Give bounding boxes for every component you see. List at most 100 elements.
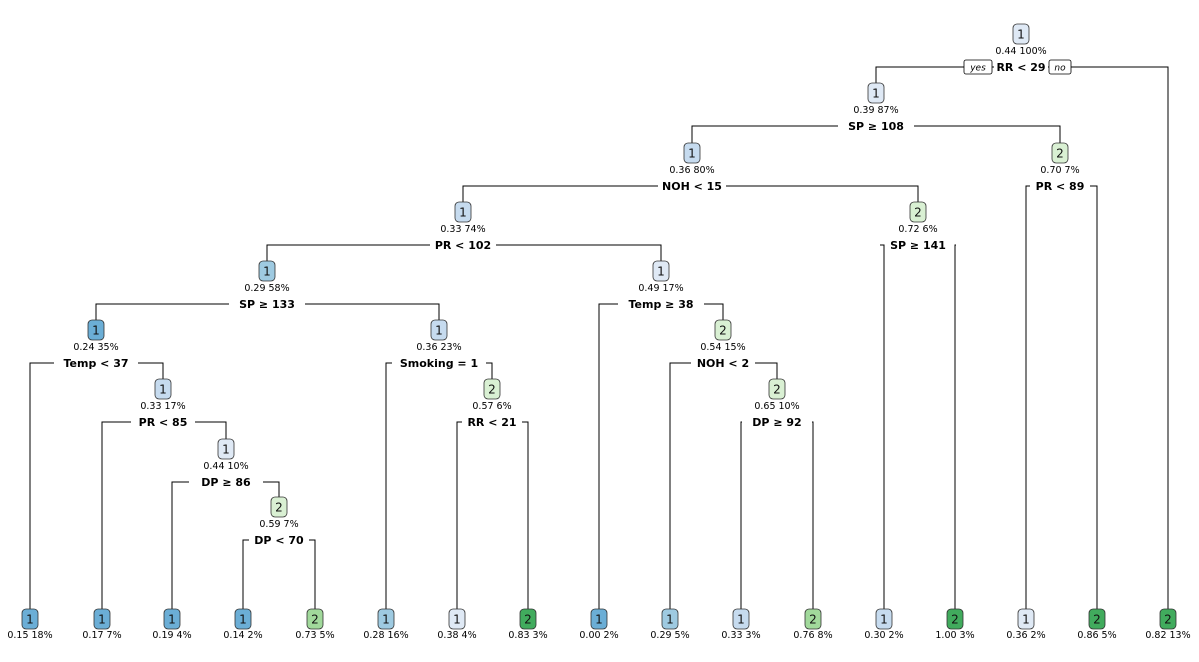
node-box [1051, 142, 1069, 164]
leaf-stats: 0.14 2% [223, 630, 262, 641]
node-box [154, 378, 172, 400]
tree-leaf-l9: 10.00 2% [579, 608, 619, 641]
tree-leaf-l4: 10.14 2% [223, 608, 263, 641]
tree-leaf-l14: 21.00 3% [935, 608, 975, 641]
branch-labels: yes no [963, 59, 1072, 75]
tree-leaf-l13: 10.30 2% [864, 608, 904, 641]
node-class-label: 1 [1017, 28, 1025, 42]
node-box [661, 608, 679, 630]
tree-edge [726, 185, 919, 202]
leaf-stats: 0.15 18% [7, 630, 52, 641]
node-class-label: 1 [666, 613, 674, 627]
tree-leaf-l8: 2 0.83 3% [508, 608, 548, 641]
tree-edge [691, 125, 838, 143]
no-branch-label: no [1048, 59, 1072, 75]
leaf-stats: 0.29 5% [650, 630, 689, 641]
tree-node-n14: 20.65 10%DP ≥ 92 [752, 378, 802, 429]
node-stats: 0.72 6% [898, 224, 937, 235]
node-stats: 0.59 7% [259, 519, 298, 530]
tree-edge [138, 362, 164, 379]
tree-edge [266, 244, 430, 261]
node-class-label: 1 [657, 265, 665, 279]
node-split-rule: SP ≥ 108 [848, 120, 904, 133]
tree-leaf-l2: 10.17 7% [82, 608, 122, 641]
node-box [1159, 608, 1177, 630]
node-box [270, 496, 288, 518]
node-box [875, 608, 893, 630]
node-box [430, 319, 448, 341]
node-class-label: 1 [263, 265, 271, 279]
node-box [732, 608, 750, 630]
node-class-label: 2 [524, 613, 532, 627]
node-stats: 0.54 15% [700, 342, 745, 353]
node-class-label: 1 [26, 613, 34, 627]
tree-leaf-l6: 1 0.28 16% [363, 608, 409, 641]
tree-node-n9: 20.59 7%DP < 70 [254, 496, 304, 547]
node-class-label: 1 [159, 383, 167, 397]
node-split-rule: PR < 89 [1036, 180, 1085, 193]
leaf-stats: 0.00 2% [579, 630, 618, 641]
tree-edge [1025, 185, 1030, 609]
tree-edge [101, 421, 131, 609]
tree-node-n16: 20.70 7%PR < 89 [1036, 142, 1085, 193]
node-split-rule: DP ≥ 86 [201, 476, 251, 489]
tree-edge [263, 481, 280, 497]
node-stats: 0.29 58% [244, 283, 289, 294]
tree-edge [812, 421, 814, 609]
node-class-label: 1 [168, 613, 176, 627]
branch-label-text: yes [969, 64, 986, 74]
node-split-rule: RR < 21 [467, 416, 516, 429]
tree-edge [195, 421, 227, 439]
leaf-stats: 0.28 16% [363, 630, 408, 641]
leaf-stats: 0.76 8% [793, 630, 832, 641]
node-class-label: 1 [459, 206, 467, 220]
node-box [377, 608, 395, 630]
node-box [768, 378, 786, 400]
node-stats: 0.36 80% [669, 165, 714, 176]
tree-node-n15: 20.72 6%SP ≥ 141 [890, 201, 946, 252]
node-class-label: 1 [98, 613, 106, 627]
node-split-rule: DP < 70 [254, 534, 304, 547]
tree-node-n5: 10.29 58%SP ≥ 133 [239, 260, 295, 311]
node-class-label: 1 [453, 613, 461, 627]
node-class-label: 1 [737, 613, 745, 627]
tree-edge [598, 303, 618, 609]
leaf-stats: 0.83 3% [508, 630, 547, 641]
node-stats: 0.24 35% [73, 342, 118, 353]
node-split-rule: NOH < 2 [697, 357, 749, 370]
node-class-label: 2 [1056, 147, 1064, 161]
node-split-rule: Temp ≥ 38 [628, 298, 693, 311]
tree-edge [171, 481, 189, 609]
node-box [1017, 608, 1035, 630]
tree-edge [385, 362, 392, 609]
node-box [87, 319, 105, 341]
tree-leaf-l10: 1 0.29 5% [650, 608, 690, 641]
node-box [714, 319, 732, 341]
node-class-label: 2 [951, 613, 959, 627]
node-class-label: 2 [773, 383, 781, 397]
node-split-rule: Temp < 37 [63, 357, 128, 370]
tree-edge [740, 421, 742, 609]
node-class-label: 1 [688, 147, 696, 161]
node-box [454, 201, 472, 223]
tree-edge [704, 303, 724, 320]
node-class-label: 1 [382, 613, 390, 627]
leaf-stats: 0.82 13% [1145, 630, 1190, 641]
node-box [21, 608, 39, 630]
node-stats: 0.49 17% [638, 283, 683, 294]
node-class-label: 2 [311, 613, 319, 627]
node-box [1088, 608, 1106, 630]
tree-edge [755, 362, 778, 379]
tree-edge [1048, 66, 1169, 609]
node-box [234, 608, 252, 630]
node-box [1012, 23, 1030, 45]
tree-edge [522, 421, 529, 609]
node-stats: 0.65 10% [754, 401, 799, 412]
node-box [258, 260, 276, 282]
node-class-label: 1 [222, 443, 230, 457]
node-class-label: 2 [1164, 613, 1172, 627]
tree-node-n4: 10.33 74%PR < 102 [435, 201, 491, 252]
tree-edge [954, 244, 956, 609]
tree-edges [29, 66, 1169, 609]
